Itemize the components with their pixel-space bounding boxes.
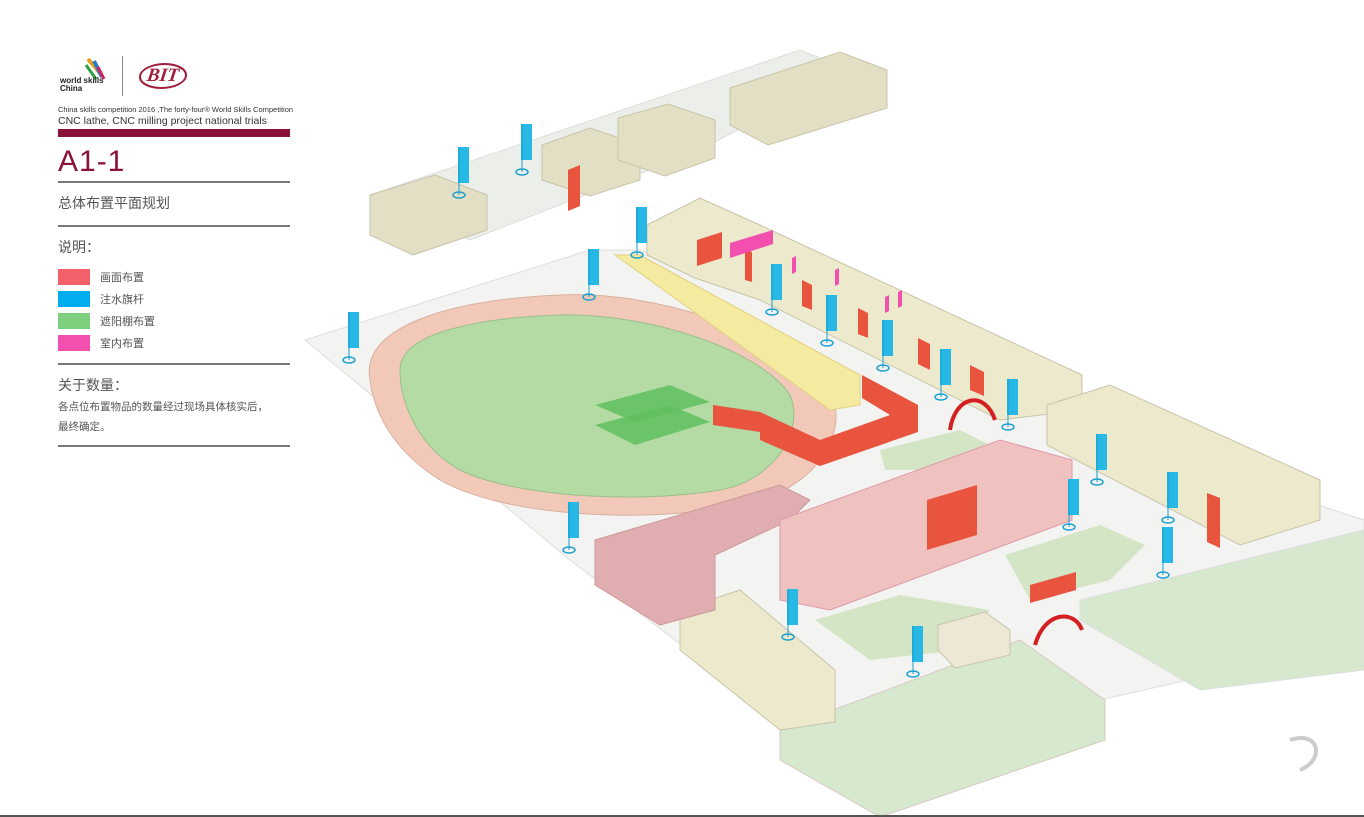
lawns (779, 430, 1364, 817)
indoor-markers (730, 230, 902, 313)
page-title: 总体布置平面规划 (58, 195, 170, 211)
legend-swatch (58, 291, 90, 307)
legend-item: 遮阳棚布置 (58, 313, 290, 329)
legend-label: 遮阳棚布置 (100, 316, 155, 328)
sports-field (368, 254, 861, 516)
water-flag-pole (562, 502, 579, 554)
watermark-logo (1289, 736, 1318, 772)
legend-swatch (58, 335, 90, 351)
divider (58, 363, 290, 365)
divider (58, 225, 290, 227)
arches (948, 398, 1084, 646)
legend-label: 注水旗杆 (100, 294, 144, 306)
bit-logo: BIT (137, 63, 189, 89)
legend-swatch (58, 269, 90, 285)
bottom-rule (0, 815, 1364, 817)
legend-item: 注水旗杆 (58, 291, 290, 307)
legend-title: 说明： (58, 239, 100, 255)
water-flag-pole (342, 312, 359, 364)
subtitle-line1: China skills competition 2016 ,The forty… (58, 105, 294, 114)
page-code: A1-1 (58, 145, 126, 178)
water-flag-pole (1090, 434, 1107, 486)
legend-label: 室内布置 (100, 338, 144, 350)
water-flag-pole (1001, 379, 1018, 431)
water-flag-pole (630, 207, 647, 259)
water-flag-pole (781, 589, 798, 641)
subtitle-line2: CNC lathe, CNC milling project national … (58, 115, 267, 127)
banners (568, 165, 1220, 603)
water-flag-pole (765, 264, 782, 316)
logo-divider (122, 56, 123, 96)
legend-item: 画面布置 (58, 269, 290, 285)
water-flag-pole (906, 626, 923, 678)
divider (58, 181, 290, 183)
water-flag-pole (820, 295, 837, 347)
brand-bar (58, 129, 290, 137)
legend-item: 室内布置 (58, 335, 290, 351)
water-flag-pole (1156, 527, 1173, 579)
quantity-note: 各点位布置物品的数量经过现场具体核实后，最终确定。 (58, 401, 268, 433)
legend-label: 画面布置 (100, 272, 144, 284)
quantity-title: 关于数量： (58, 377, 128, 393)
water-flag-pole (452, 147, 469, 199)
legend: 画面布置 注水旗杆 遮阳棚布置 室内布置 (58, 269, 290, 351)
water-flag-pole (1062, 479, 1079, 531)
divider (58, 445, 290, 447)
water-flag-pole (934, 349, 951, 401)
water-flag-pole (876, 320, 893, 372)
water-flag-pole (515, 124, 532, 176)
water-flag-pole (1161, 472, 1178, 524)
water-flag-pole (582, 249, 599, 301)
buildings (369, 51, 1321, 731)
worldskills-mark-icon (84, 57, 106, 80)
legend-swatch (58, 313, 90, 329)
